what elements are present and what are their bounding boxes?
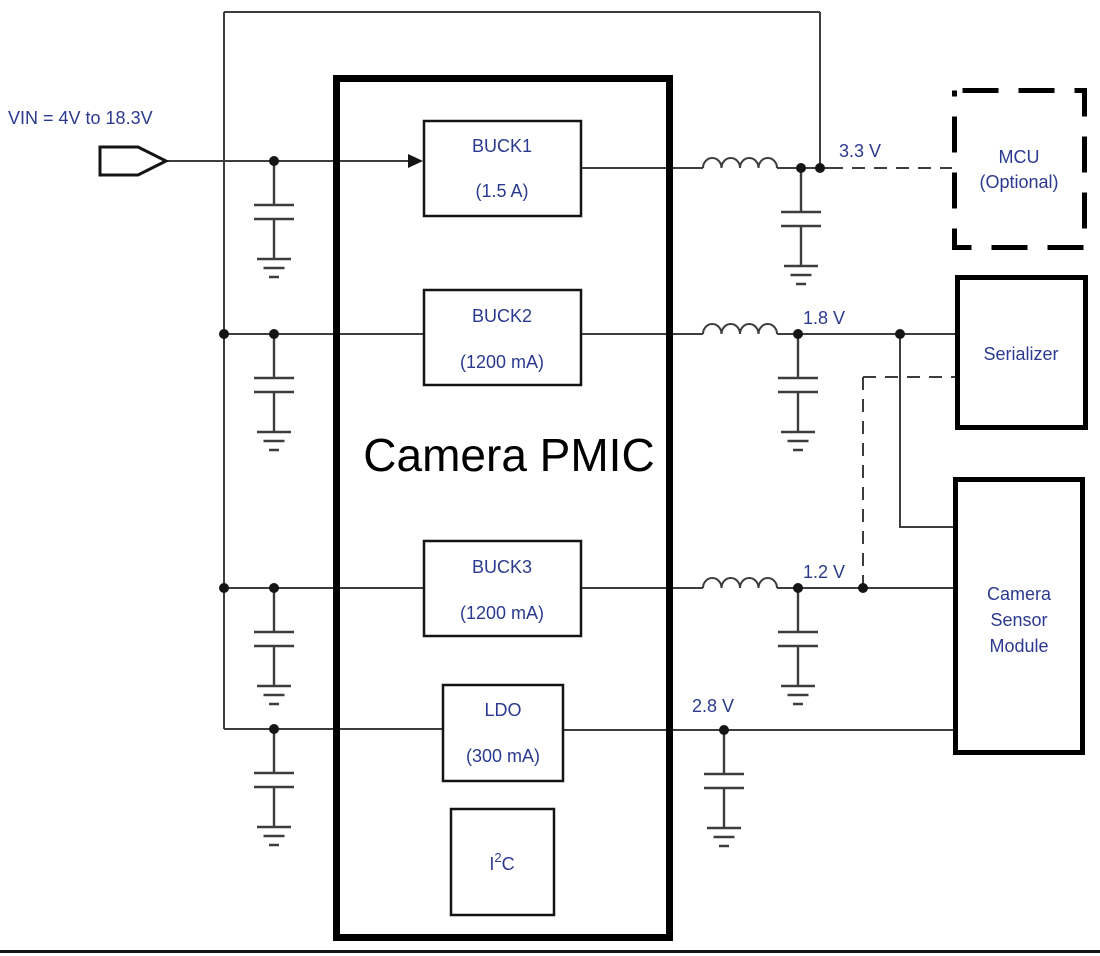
- buck1-rating: (1.5 A): [475, 181, 528, 201]
- serializer-label: Serializer: [983, 344, 1058, 364]
- junction-dot: [219, 583, 229, 593]
- rail-label-1v8: 1.8 V: [803, 308, 845, 328]
- inductor-buck1-icon: [702, 157, 778, 169]
- junction-dot: [269, 156, 279, 166]
- ldo-rating: (300 mA): [466, 746, 540, 766]
- ldo-name: LDO: [484, 700, 521, 720]
- camera-label-line3: Module: [989, 636, 1048, 656]
- junction-dot: [269, 329, 279, 339]
- junction-dots: [219, 156, 905, 735]
- junction-dot: [719, 725, 729, 735]
- buck2-block: [422, 288, 583, 387]
- vin-label: VIN = 4V to 18.3V: [8, 108, 153, 128]
- ldo-block: [441, 683, 565, 783]
- wire-1v2-to-serializer-dashed: [862, 376, 955, 588]
- wire-1v8-to-camera: [899, 334, 955, 528]
- cap-ldo-in: [252, 727, 296, 847]
- i2c-label-rest: C: [502, 854, 515, 874]
- junction-dot: [815, 163, 825, 173]
- rail-label-3v3: 3.3 V: [839, 141, 881, 161]
- junction-dot: [269, 583, 279, 593]
- inductor-buck2-icon: [702, 323, 778, 335]
- vin-arrowhead-icon: [408, 154, 423, 168]
- cap-1v8-out: [776, 332, 820, 452]
- camera-label-line2: Sensor: [990, 610, 1047, 630]
- i2c-label: I2C: [489, 850, 514, 874]
- i2c-label-sup: 2: [494, 850, 501, 865]
- serializer-box: [955, 275, 1088, 430]
- buck1-name: BUCK1: [472, 136, 532, 156]
- junction-dot: [793, 583, 803, 593]
- mcu-label-line1: MCU: [999, 147, 1040, 167]
- buck3-rating: (1200 mA): [460, 603, 544, 623]
- vin-connector: [98, 145, 170, 177]
- junction-dot: [219, 329, 229, 339]
- junction-dot: [793, 329, 803, 339]
- cap-3v3-out: [779, 166, 823, 286]
- buck3-block: [422, 539, 583, 638]
- rail-label-1v2: 1.2 V: [803, 562, 845, 582]
- wires: [166, 11, 955, 731]
- camera-sensor-module-box: [953, 477, 1085, 755]
- junction-dot: [895, 329, 905, 339]
- buck3-name: BUCK3: [472, 557, 532, 577]
- junction-dot: [858, 583, 868, 593]
- buck1-block: [422, 119, 583, 218]
- camera-pmic-outline: [333, 75, 673, 941]
- buck2-rating: (1200 mA): [460, 352, 544, 372]
- junction-dot: [269, 724, 279, 734]
- mcu-label-line2: (Optional): [979, 172, 1058, 192]
- i2c-block: [449, 807, 556, 917]
- i2c-label-base: I: [489, 854, 494, 874]
- buck2-name: BUCK2: [472, 306, 532, 326]
- camera-label-line1: Camera: [987, 584, 1052, 604]
- cap-buck2-in: [252, 332, 296, 452]
- cap-2v8-out: [702, 728, 746, 848]
- junction-dot: [796, 163, 806, 173]
- cap-1v2-out: [776, 586, 820, 706]
- rail-label-2v8: 2.8 V: [692, 696, 734, 716]
- mcu-box: [952, 88, 1087, 250]
- camera-pmic-title: Camera PMIC: [363, 429, 654, 481]
- inductor-buck3-icon: [702, 577, 778, 589]
- cap-buck3-in: [252, 586, 296, 706]
- cap-buck1-in: [252, 159, 296, 279]
